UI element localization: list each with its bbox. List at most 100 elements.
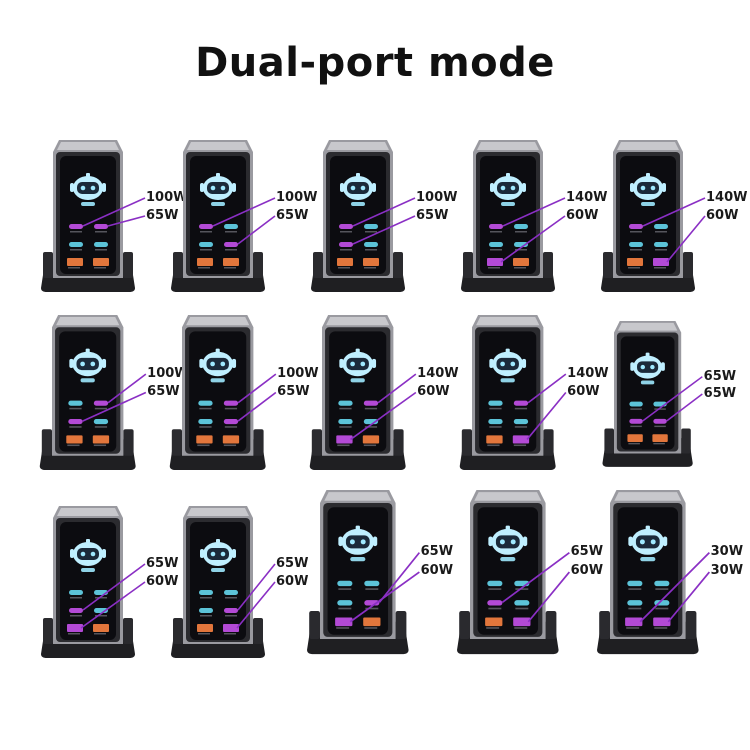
usb-c-port — [653, 418, 668, 424]
charger-top-bevel — [327, 142, 389, 150]
charger-illustration — [601, 140, 706, 292]
usb-c-port — [488, 419, 503, 425]
charger-illustration — [170, 315, 277, 471]
charger-illustration — [307, 490, 421, 655]
power-label-top: 65W — [570, 544, 604, 559]
usb-a-port — [93, 624, 109, 632]
charger-illustration — [602, 321, 704, 467]
charger-illustration — [310, 315, 417, 471]
callout-line — [352, 197, 416, 227]
callout-line — [502, 197, 566, 227]
callout-line — [639, 552, 711, 623]
usb-a-port — [363, 258, 379, 266]
usb-a-port — [335, 617, 353, 627]
charger-wing — [172, 429, 183, 456]
charger-wing — [459, 610, 471, 640]
charger-config: 100W 65W — [41, 140, 187, 292]
usb-c-port — [338, 400, 353, 406]
power-label-bottom: 65W — [416, 208, 449, 223]
charger-wing — [604, 428, 615, 454]
power-label-top: 140W — [706, 190, 748, 205]
charger-illustration — [597, 490, 711, 655]
charger-config: 100W 65W — [170, 315, 319, 471]
usb-c-port — [339, 242, 353, 247]
usb-c-port — [94, 242, 108, 247]
robot-face-icon — [339, 348, 377, 383]
usb-a-port — [66, 435, 83, 444]
callout-line — [527, 373, 567, 404]
usb-a-port — [627, 258, 643, 266]
charger-top-bevel — [57, 508, 119, 516]
usb-a-port — [513, 258, 529, 266]
callout-line — [350, 391, 417, 441]
usb-c-port — [514, 600, 530, 606]
callout-line — [527, 571, 571, 623]
callout-line — [352, 215, 416, 245]
power-label-top: 100W — [277, 366, 319, 381]
charger-wing — [313, 252, 323, 278]
power-label-top: 100W — [147, 366, 189, 381]
power-label-top: 140W — [566, 190, 608, 205]
robot-face-icon — [490, 173, 526, 206]
charger-top-bevel — [474, 492, 542, 501]
charger-wing — [543, 429, 554, 456]
usb-c-port — [198, 400, 213, 406]
callout-line — [107, 215, 146, 227]
usb-a-port — [337, 258, 353, 266]
usb-c-port — [629, 418, 644, 424]
usb-c-port — [487, 580, 503, 587]
usb-a-port — [223, 435, 240, 444]
usb-a-port — [487, 258, 503, 266]
power-label-top: 100W — [276, 190, 318, 205]
power-label-bottom: 65W — [146, 208, 179, 223]
usb-a-port — [93, 435, 110, 444]
usb-c-port — [94, 400, 109, 406]
power-label-top: 65W — [703, 369, 737, 384]
usb-a-port — [336, 435, 353, 444]
power-label-bottom: 60W — [567, 384, 600, 400]
charger-wing — [43, 618, 53, 644]
power-label-top: 100W — [146, 190, 188, 205]
usb-c-port — [69, 590, 83, 595]
power-label-bottom: 60W — [570, 563, 604, 579]
charger-wing — [173, 618, 183, 644]
callout-line — [80, 581, 146, 629]
robot-face-icon — [69, 348, 107, 383]
usb-c-port — [487, 600, 503, 606]
power-label-bottom: 60W — [146, 574, 179, 589]
robot-face-icon — [70, 173, 106, 206]
power-label-bottom: 65W — [277, 384, 310, 400]
charger-wing — [603, 252, 613, 278]
usb-a-port — [652, 434, 669, 442]
charger-illustration — [457, 490, 571, 655]
power-label-bottom: 65W — [276, 208, 309, 223]
usb-a-port — [653, 617, 671, 627]
charger-illustration — [40, 315, 147, 471]
usb-c-port — [199, 224, 213, 229]
usb-a-port — [67, 258, 83, 266]
callout-line — [82, 563, 146, 611]
power-label-bottom: 60W — [706, 208, 739, 223]
usb-c-port — [627, 600, 643, 606]
usb-c-port — [339, 224, 353, 229]
charger-top-bevel — [57, 142, 119, 150]
callout-line — [378, 552, 421, 603]
usb-a-port — [363, 435, 380, 444]
charger-top-bevel — [56, 317, 120, 326]
power-label-bottom: 60W — [566, 208, 599, 223]
charger-top-bevel — [617, 142, 679, 150]
power-label-bottom: 60W — [417, 384, 450, 400]
power-label-top: 65W — [146, 556, 179, 571]
usb-c-port — [364, 224, 378, 229]
power-label-bottom: 65W — [703, 386, 737, 402]
callout-line — [642, 197, 706, 227]
usb-c-port — [627, 580, 643, 587]
usb-c-port — [364, 242, 378, 247]
robot-face-icon — [338, 525, 378, 562]
usb-c-port — [489, 224, 503, 229]
robot-face-icon — [70, 539, 106, 572]
callout-line — [82, 197, 146, 227]
